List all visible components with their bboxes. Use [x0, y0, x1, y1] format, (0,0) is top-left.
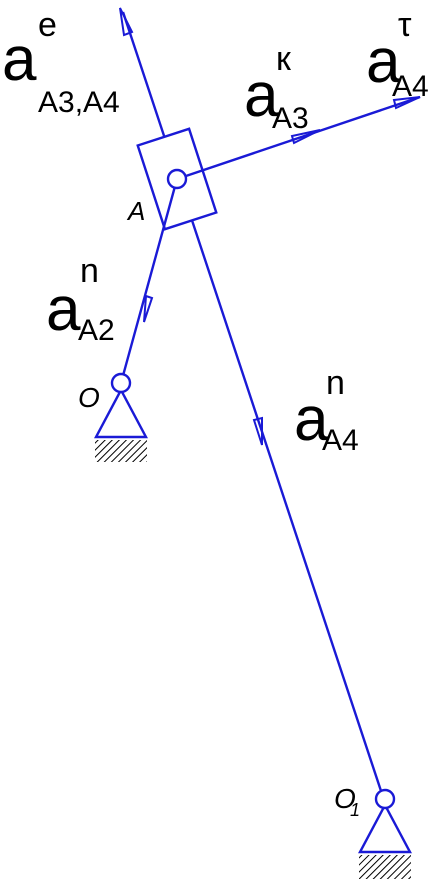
svg-text:A4: A4 — [322, 424, 359, 457]
a-e-arrowhead — [119, 7, 134, 37]
support-o1 — [358, 788, 412, 879]
a-k-arrowhead — [290, 129, 321, 145]
support-o — [94, 372, 148, 462]
label-a-n4: a n A4 — [294, 364, 359, 457]
crank-link — [119, 178, 179, 384]
svg-text:A4: A4 — [392, 70, 429, 103]
label-a-n2: a n A2 — [46, 252, 115, 347]
coriolis-tangential-line — [176, 95, 421, 181]
ground-hatch-o — [95, 440, 147, 462]
svg-text:n: n — [326, 364, 345, 402]
svg-text:a: a — [366, 27, 401, 96]
label-point-o1: O — [334, 783, 356, 814]
svg-text:к: к — [276, 40, 292, 78]
a-n2-arrowhead — [143, 294, 154, 323]
svg-text:a: a — [46, 275, 81, 344]
svg-text:A2: A2 — [78, 314, 115, 347]
label-a-k: a к A3 — [244, 40, 309, 135]
ground-hatch-o1 — [359, 855, 411, 879]
svg-text:e: e — [38, 6, 57, 44]
svg-text:τ: τ — [398, 6, 412, 44]
label-a-tau: a τ A4 — [366, 6, 429, 103]
svg-text:A3: A3 — [272, 102, 309, 135]
a-tau-arrowhead — [392, 96, 421, 110]
svg-text:a: a — [244, 61, 279, 130]
label-point-o: O — [78, 382, 100, 413]
label-a-e: a e A3,A4 — [2, 6, 120, 119]
label-point-o1-sub: 1 — [350, 800, 360, 820]
svg-text:a: a — [294, 385, 329, 454]
svg-text:a: a — [2, 25, 37, 94]
joint-a — [166, 168, 188, 190]
svg-text:A3,A4: A3,A4 — [38, 86, 120, 119]
svg-text:n: n — [80, 252, 99, 290]
a-n4-arrowhead — [252, 416, 263, 446]
label-point-a: A — [126, 196, 145, 226]
